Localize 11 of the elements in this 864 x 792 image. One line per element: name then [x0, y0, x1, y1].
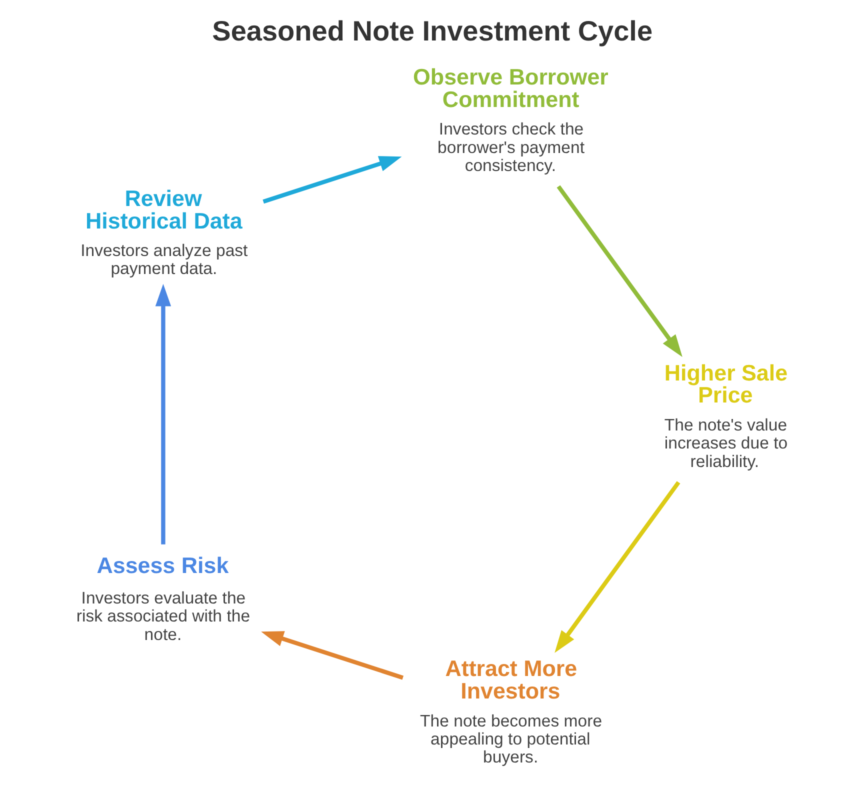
node-text: Assess Risk Investors evaluate the risk associated with the note. [76, 552, 250, 644]
node-text: Attract More Investors The note becomes more appealing to potential buyers. [420, 656, 602, 767]
arrow [556, 185, 682, 358]
arrow [155, 284, 172, 544]
node-text: Review Historical Data Investors analyze past payment data. [80, 186, 248, 278]
diagram-title: Seasoned Note Investment Cycle [212, 16, 653, 47]
arrow [261, 631, 404, 680]
node-text: Higher Sale Price The note's value increases due to reliability. [664, 360, 788, 471]
node-text: Observe Borrower Commitment Investors check the borrower's payment consistency. [413, 64, 608, 175]
arrow [554, 481, 680, 653]
arrow [262, 156, 402, 204]
